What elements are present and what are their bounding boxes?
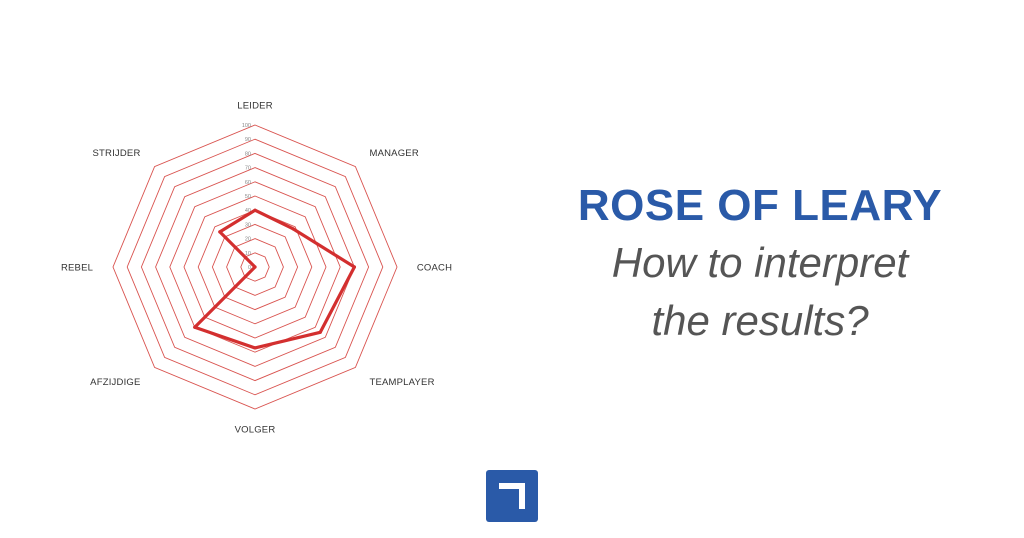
axis-label-teamplayer: TEAMPLAYER — [369, 377, 434, 388]
tick-label: 100 — [242, 123, 251, 129]
axis-label-rebel: REBEL — [61, 263, 93, 274]
data-point-strijder — [218, 230, 222, 234]
grid-ring — [183, 195, 327, 339]
tick-label: 20 — [245, 237, 251, 243]
tick-label: 0 — [248, 265, 251, 271]
logo-icon — [486, 470, 538, 522]
grid-ring — [112, 124, 398, 410]
tick-label: 10 — [245, 251, 251, 257]
data-point-manager — [291, 227, 295, 231]
grid-ring — [155, 167, 355, 367]
radar-chart: 0 10 20 30 40 50 60 70 80 90 100 LEIDER MANAGER COACH… — [61, 101, 452, 436]
grid-ring — [140, 152, 370, 382]
title-block: ROSE OF LEARY How to interpret the resul… — [560, 178, 960, 350]
data-point-leider — [253, 208, 257, 212]
tick-label: 80 — [245, 151, 251, 157]
axis-label-afzijdige: AFZIJDIGE — [90, 377, 140, 388]
data-point-rebel — [253, 265, 257, 269]
grid-ring — [126, 138, 384, 396]
tick-label: 70 — [245, 166, 251, 172]
axis-label-volger: VOLGER — [235, 424, 276, 435]
grid-ring — [211, 223, 299, 311]
grid-ring — [169, 181, 341, 353]
subtitle-line-1: How to interpret — [611, 239, 909, 286]
data-point-afzijdige — [193, 325, 197, 329]
subtitle-line-2: the results? — [651, 297, 869, 344]
axis-label-strijder: STRIJDER — [92, 148, 140, 159]
tick-label: 40 — [245, 208, 251, 214]
logo-mark — [499, 483, 525, 509]
data-point-coach — [352, 265, 356, 269]
data-point-teamplayer — [318, 330, 322, 334]
tick-label: 90 — [245, 137, 251, 143]
axis-label-manager: MANAGER — [369, 148, 418, 159]
grid-ring — [240, 252, 270, 282]
tick-label: 30 — [245, 222, 251, 228]
page-title: ROSE OF LEARY — [577, 181, 943, 230]
data-point-volger — [253, 346, 257, 350]
axis-label-leider: LEIDER — [237, 101, 273, 112]
grid-ring — [226, 238, 284, 296]
tick-label: 50 — [245, 194, 251, 200]
grid-ring — [197, 209, 313, 325]
tick-label: 60 — [245, 180, 251, 186]
axis-label-coach: COACH — [417, 263, 452, 274]
